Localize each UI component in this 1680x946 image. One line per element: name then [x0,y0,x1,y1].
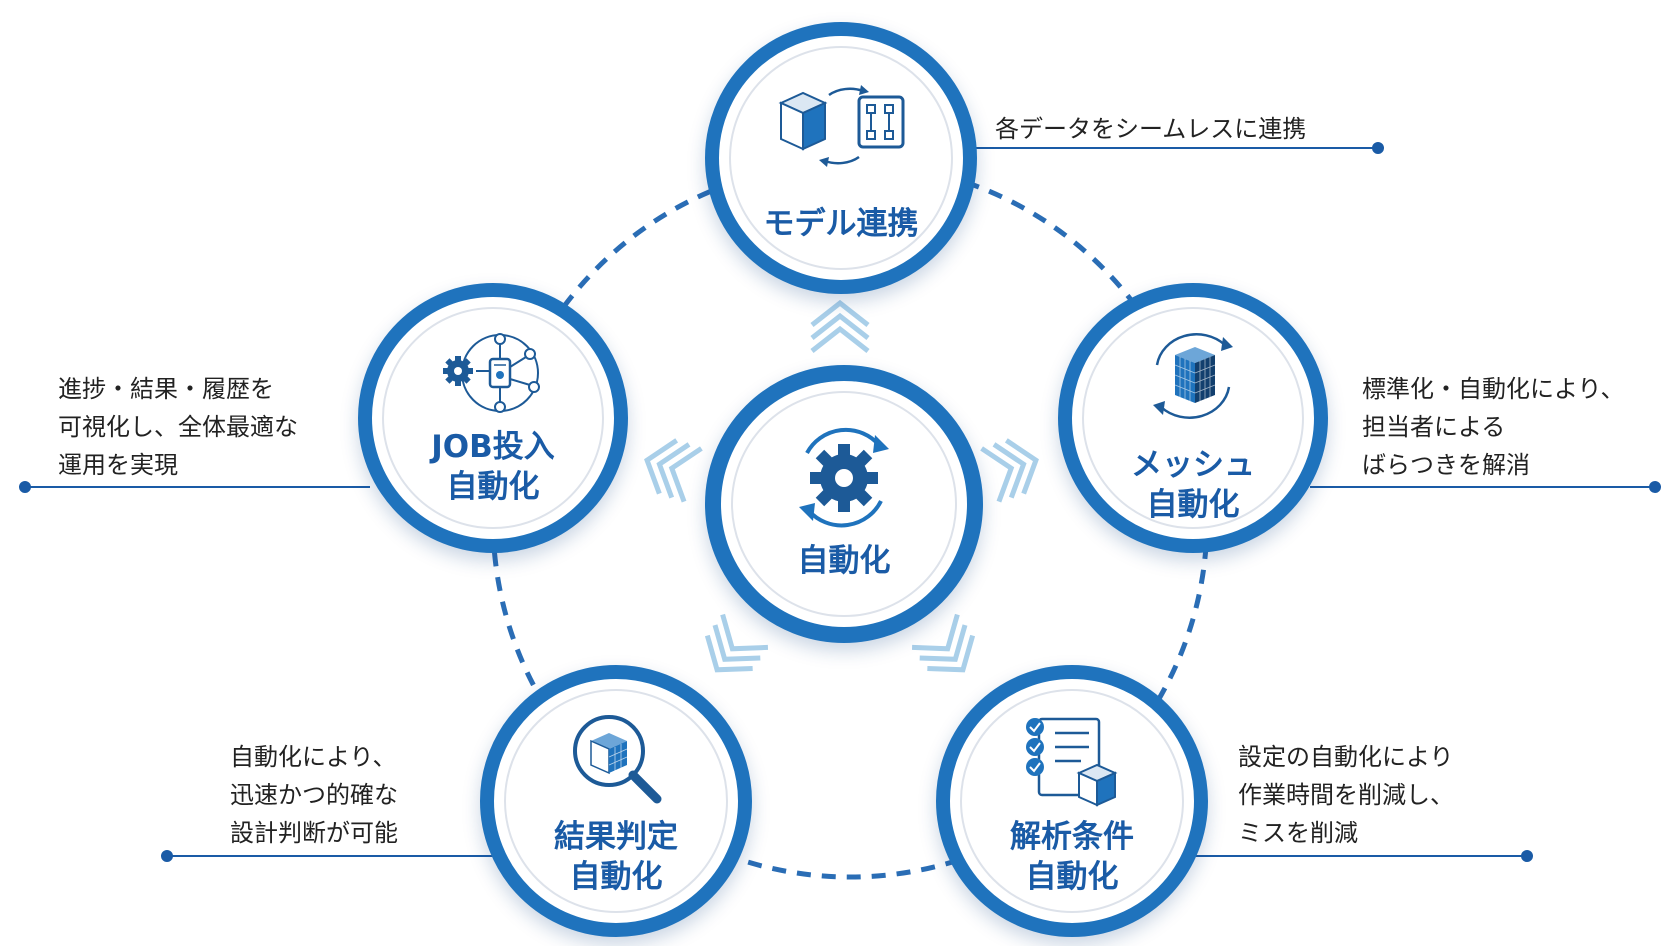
node-mesh-label: メッシュ 自動化 [1072,445,1314,525]
desc-mesh-line1: 標準化・自動化により、 [1362,375,1625,403]
desc-mesh: 標準化・自動化により、 担当者による ばらつきを解消 [1362,370,1625,484]
center-label: 自動化 [797,543,891,579]
node-inner-ring [1082,307,1304,529]
chevron-up [810,299,870,353]
node-analysis-label-line1: 解析条件 [1010,819,1134,855]
desc-model-line1: 各データをシームレスに連携 [995,115,1307,143]
node-inner-ring [960,689,1184,913]
node-model-link: モデル連携 [705,22,977,294]
node-job-label-line2: 自動化 [446,469,540,505]
leader-dot-result [161,850,173,862]
node-result-label-line2: 自動化 [569,859,663,895]
network-gear-icon [428,327,558,431]
desc-mesh-line2: 担当者による [1362,413,1506,441]
node-inner-ring [382,307,604,529]
cube-sync-icon [771,81,911,175]
desc-mesh-line3: ばらつきを解消 [1362,451,1530,479]
chevron-bottom-right [911,613,976,673]
chevron-right [980,438,1039,503]
node-mesh-label-line2: 自動化 [1146,487,1240,523]
chevron-bottom-left [704,613,769,673]
node-job-label-line1: JOB投入 [431,429,555,465]
center-node-inner-ring [731,391,957,617]
desc-result-line2: 迅速かつ的確な [230,781,398,809]
desc-analysis-line2: 作業時間を削減し、 [1238,781,1454,809]
desc-job-line3: 運用を実現 [58,451,178,479]
desc-job-line1: 進捗・結果・履歴を [58,375,274,403]
desc-analysis: 設定の自動化により 作業時間を削減し、 ミスを削減 [1238,738,1454,852]
checklist-cube-icon [1017,713,1127,817]
desc-job-line2: 可視化し、全体最適な [58,413,298,441]
desc-result-line3: 設計判断が可能 [230,819,398,847]
node-job-automation: JOB投入 自動化 [358,283,628,553]
node-result-label-line1: 結果判定 [554,819,678,855]
desc-job: 進捗・結果・履歴を 可視化し、全体最適な 運用を実現 [58,370,298,484]
desc-model: 各データをシームレスに連携 [995,110,1306,148]
node-job-label: JOB投入 自動化 [372,427,614,507]
node-result-automation: 結果判定 自動化 [480,665,752,937]
chevron-left [644,438,703,503]
node-analysis-label: 解析条件 自動化 [950,817,1194,897]
node-model-label: モデル連携 [719,204,963,244]
desc-analysis-line1: 設定の自動化により [1238,743,1454,771]
leader-dot-analysis [1521,850,1533,862]
node-inner-ring [504,689,728,913]
gear-cycle-icon [779,423,909,537]
desc-analysis-line3: ミスを削減 [1238,819,1358,847]
leader-dot-job [19,481,31,493]
leader-dot-model [1372,142,1384,154]
node-result-label: 結果判定 自動化 [494,817,738,897]
magnifier-cube-icon [561,709,671,813]
node-inner-ring [729,46,953,270]
leader-dot-mesh [1649,481,1661,493]
node-mesh-label-line1: メッシュ [1131,447,1255,483]
node-analysis-label-line2: 自動化 [1025,859,1119,895]
node-model-label-line1: モデル連携 [763,206,919,242]
node-analysis-automation: 解析条件 自動化 [936,665,1208,937]
center-node: 自動化 [705,365,983,643]
desc-result-line1: 自動化により、 [230,743,397,771]
node-mesh-automation: メッシュ 自動化 [1058,283,1328,553]
desc-result: 自動化により、 迅速かつ的確な 設計判断が可能 [230,738,398,852]
mesh-block-icon [1133,325,1253,429]
